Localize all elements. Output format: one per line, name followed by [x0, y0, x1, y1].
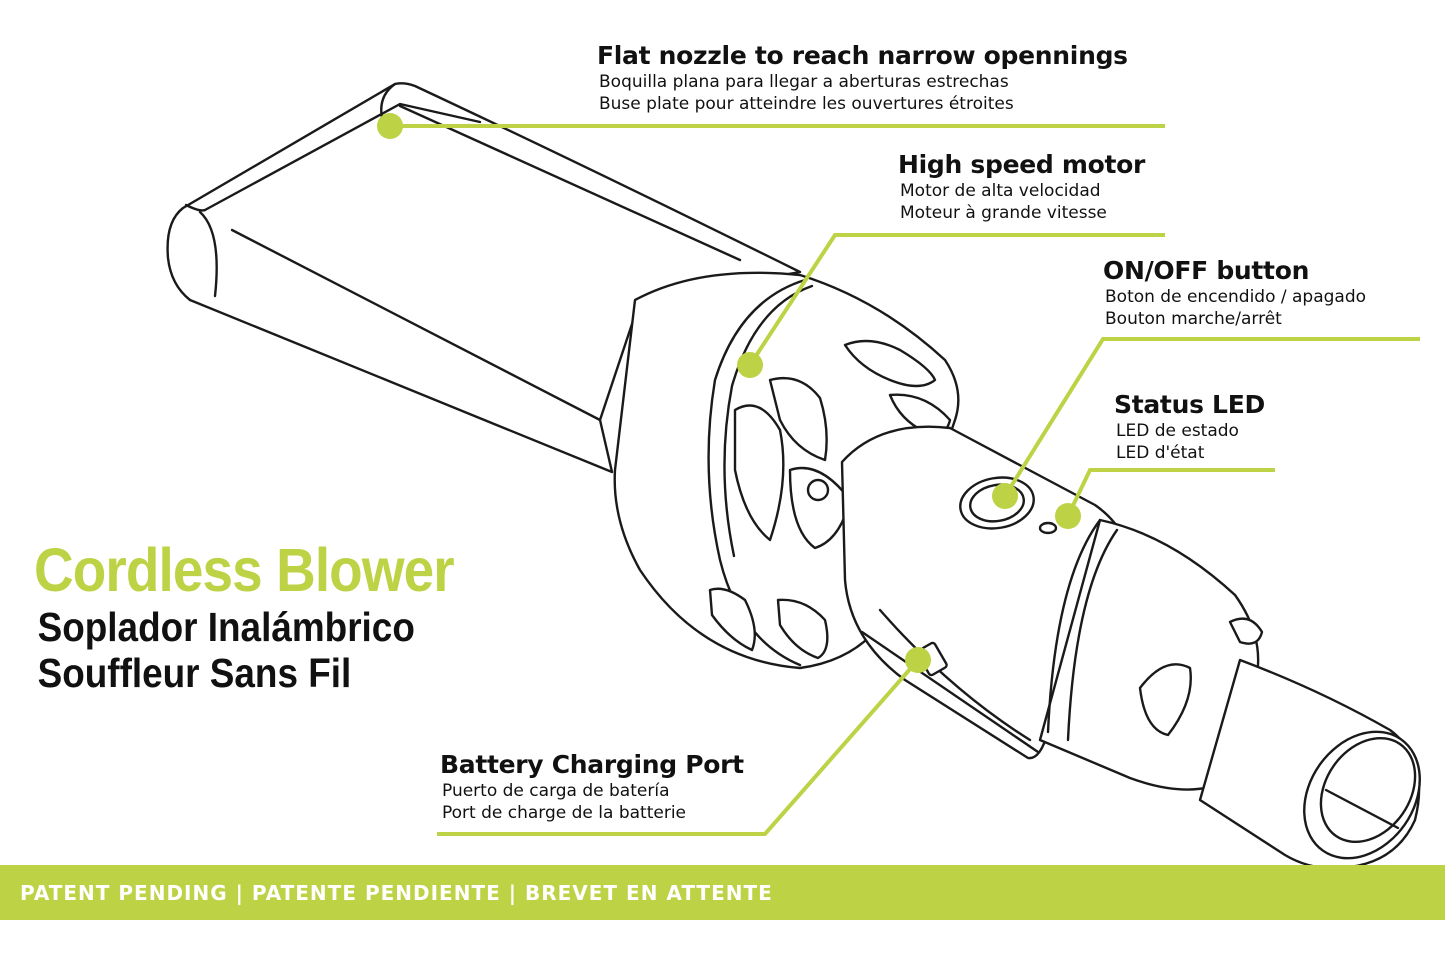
callout-status-led: Status LED LED de estado LED d'état	[1114, 390, 1265, 464]
callout-spanish: Boquilla plana para llegar a aberturas e…	[599, 72, 1009, 92]
callout-french: Port de charge de la batterie	[442, 803, 687, 823]
callout-motor: High speed motor Motor de alta velocidad…	[898, 150, 1145, 224]
leader-power	[1003, 337, 1420, 498]
callout-french: Bouton marche/arrêt	[1105, 309, 1282, 329]
product-title: Cordless Blower	[34, 536, 455, 604]
product-title-block: Cordless Blower Soplador Inalámbrico Sou…	[34, 536, 500, 696]
handle-seam	[860, 630, 1040, 754]
leader-led	[1066, 468, 1275, 517]
nozzle-body	[166, 82, 802, 474]
callout-heading: Battery Charging Port	[440, 750, 744, 779]
vent-slot	[708, 587, 756, 652]
callout-french: LED d'état	[1116, 443, 1205, 463]
nozzle-tip-inner	[203, 102, 482, 212]
rear-tube-ring	[1046, 518, 1102, 734]
motor-collar-rim-inner	[723, 284, 814, 558]
callout-heading: ON/OFF button	[1103, 256, 1310, 285]
callout-spanish: Puerto de carga de batería	[442, 781, 670, 801]
callout-power-button: ON/OFF button Boton de encendido / apaga…	[1103, 256, 1366, 330]
nozzle-chamfer	[184, 203, 207, 212]
led-dot	[1038, 521, 1058, 535]
rear-slot	[1228, 617, 1264, 645]
callout-nozzle: Flat nozzle to reach narrow opennings Bo…	[597, 41, 1128, 115]
callout-heading: Status LED	[1114, 390, 1265, 419]
product-title-spanish: Soplador Inalámbrico	[37, 604, 415, 650]
footer-banner: PATENT PENDING | PATENTE PENDIENTE | BRE…	[0, 865, 1445, 920]
leader-motor	[748, 233, 1165, 367]
vent-slot	[788, 466, 852, 550]
callout-spanish: LED de estado	[1116, 421, 1239, 441]
end-cap-opening	[1319, 736, 1417, 844]
callout-charging-port: Battery Charging Port Puerto de carga de…	[440, 750, 744, 824]
fan-hub	[806, 478, 830, 502]
dot-charging	[905, 647, 931, 673]
rear-tube-ring	[1066, 528, 1119, 742]
dot-nozzle	[377, 113, 403, 139]
blower-drawing	[166, 82, 1421, 870]
callout-french: Buse plate pour atteindre les ouvertures…	[599, 94, 1014, 114]
callout-spanish: Motor de alta velocidad	[900, 181, 1101, 201]
dot-motor	[737, 352, 763, 378]
handle-seam	[878, 608, 1032, 742]
dot-power	[992, 483, 1018, 509]
callout-spanish: Boton de encendido / apagado	[1105, 287, 1367, 307]
vent-slot	[776, 598, 829, 660]
product-title-french: Souffleur Sans Fil	[37, 650, 352, 696]
dot-led	[1055, 503, 1081, 529]
vent-slot	[843, 339, 937, 388]
nozzle-top-line	[398, 104, 742, 262]
callout-heading: High speed motor	[898, 150, 1146, 179]
leader-dots	[377, 113, 1081, 673]
leader-charging	[437, 658, 920, 836]
vent-slot	[768, 376, 828, 462]
nozzle-side-line	[230, 228, 602, 422]
patent-notice: PATENT PENDING | PATENTE PENDIENTE | BRE…	[20, 881, 773, 905]
end-cap-divider	[1324, 788, 1400, 830]
power-button-inner	[969, 483, 1025, 523]
vent-slot	[733, 404, 785, 542]
rear-slot	[1138, 663, 1192, 737]
nozzle-tip-face	[198, 210, 218, 298]
callout-heading: Flat nozzle to reach narrow opennings	[597, 41, 1128, 70]
leader-lines	[390, 124, 1420, 836]
callout-french: Moteur à grande vitesse	[900, 203, 1107, 223]
